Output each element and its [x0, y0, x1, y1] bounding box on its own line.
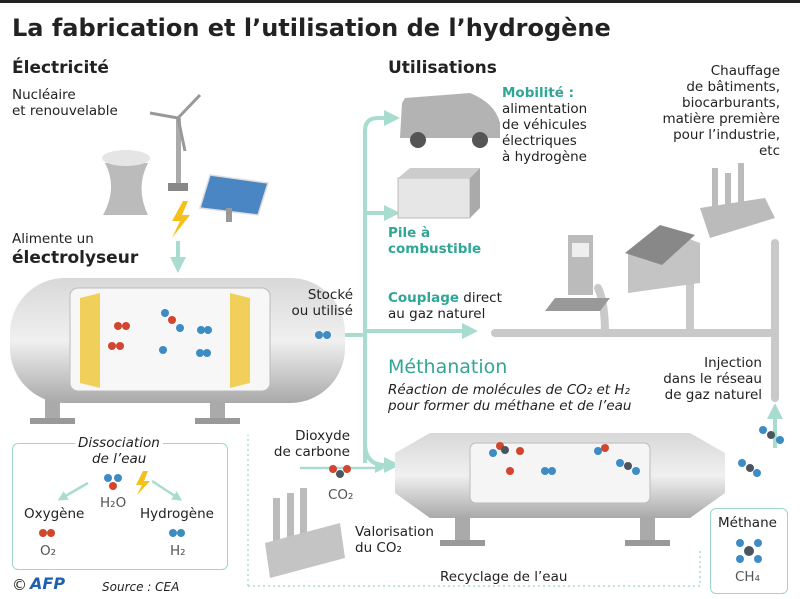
mobility-line: à hydrogène: [502, 149, 587, 165]
solar-panel-icon: [199, 174, 269, 222]
water-formula: H₂O: [100, 495, 127, 511]
heating-line: matière première: [662, 111, 780, 127]
wind-turbine-icon: [149, 93, 202, 191]
electrolyser-label: électrolyseur: [12, 248, 139, 268]
heating-line: de bâtiments,: [686, 79, 780, 95]
hydrogen-label: Hydrogène: [140, 506, 214, 522]
mobility-label: Mobilité :: [502, 85, 574, 101]
injection-line: dans le réseau: [663, 371, 762, 387]
oxygen-label: Oxygène: [24, 506, 85, 522]
page-title: La fabrication et l’utilisation de l’hyd…: [12, 14, 611, 42]
afp-logo: AFP: [30, 574, 66, 593]
mobility-line: électriques: [502, 133, 577, 149]
methanation-heading: Méthanation: [388, 356, 508, 378]
methanation-desc-1: Réaction de molécules de CO₂ et H₂: [388, 382, 630, 398]
house-icon: [625, 225, 700, 293]
heating-line: biocarburants,: [682, 95, 780, 111]
h2-formula: H₂: [170, 543, 186, 559]
coupling-label-2: au gaz naturel: [388, 306, 486, 322]
o2-formula: O₂: [40, 543, 57, 559]
lightning-icon: [172, 201, 190, 238]
valorisation-1: Valorisation: [355, 524, 434, 540]
van-icon: [400, 93, 500, 148]
injection-line: Injection: [704, 355, 762, 371]
gas-pump-icon: [545, 235, 610, 311]
uses-heading: Utilisations: [388, 58, 497, 78]
dissociation-title-2: de l’eau: [92, 451, 147, 467]
heating-line: pour l’industrie,: [673, 127, 780, 143]
co2-label-1: Dioxyde: [295, 428, 350, 444]
electricity-source-2: et renouvelable: [12, 103, 118, 119]
source-label: Source : CEA: [102, 580, 180, 594]
coupling-keyword: Couplage: [388, 290, 460, 306]
electrolyser-tank: [10, 278, 345, 424]
dissociation-title-1: Dissociation: [75, 435, 163, 451]
coupling-rest: direct: [459, 290, 502, 306]
fuel-cell-label-1: Pile à: [388, 225, 431, 241]
heating-line: Chauffage: [710, 63, 780, 79]
heating-line: etc: [758, 143, 780, 159]
cooling-tower-icon: [102, 150, 150, 215]
co2-label-2: de carbone: [273, 444, 350, 460]
methanation-reactor: [395, 433, 725, 546]
copyright-symbol: ©: [12, 576, 27, 594]
co2-factory-icon: [265, 488, 345, 578]
electricity-source-1: Nucléaire: [12, 87, 76, 103]
coupling-label: Couplage direct: [388, 290, 502, 306]
methane-label: Méthane: [718, 515, 777, 531]
molecules: [39, 309, 784, 563]
mobility-line: alimentation: [502, 101, 588, 117]
methane-box: [710, 508, 788, 594]
methanation-desc-2: pour former du méthane et de l’eau: [388, 398, 632, 414]
injection-line: de gaz naturel: [664, 387, 762, 403]
co2-formula: CO₂: [328, 487, 354, 503]
valorisation-2: du CO₂: [355, 540, 402, 556]
stored-label-1: Stocké: [307, 287, 353, 303]
diagram-graphics: [10, 93, 784, 587]
lightning-icon: [136, 471, 150, 495]
electricity-heading: Électricité: [12, 58, 109, 78]
fuel-cell-icon: [397, 168, 480, 219]
recycling-label: Recyclage de l’eau: [440, 569, 568, 585]
mobility-line: de véhicules: [502, 117, 587, 133]
factory-icon: [700, 163, 775, 238]
methane-formula: CH₄: [735, 569, 760, 585]
fuel-cell-label-2: combustible: [388, 241, 482, 257]
feeds-label: Alimente un: [12, 231, 94, 247]
stored-label-2: ou utilisé: [291, 303, 353, 319]
